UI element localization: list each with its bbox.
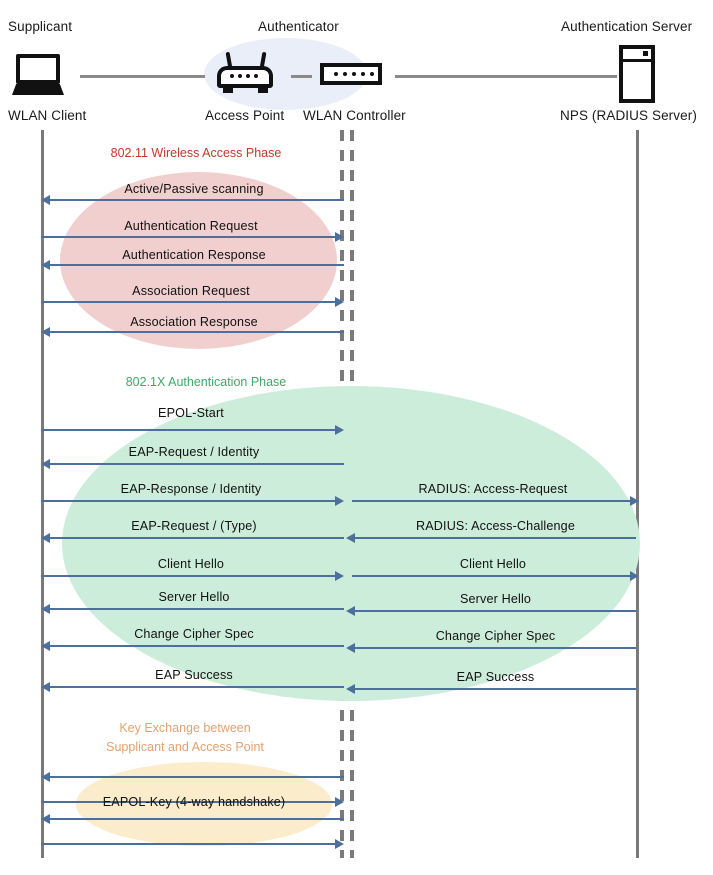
message-label: EAPOL-Key (4-way handshake) (102, 795, 286, 809)
message-label: EPOL-Start (158, 406, 224, 420)
message-label: Association Request (132, 284, 250, 298)
message-label: EAP-Response / Identity (120, 482, 262, 496)
message-label: RADIUS: Access-Request (418, 482, 568, 496)
message-label: Client Hello (157, 557, 225, 571)
phase-title-key-exchange-line1: Key Exchange between (119, 721, 251, 735)
message-label: Change Cipher Spec (435, 629, 556, 643)
message-label: EAP Success (456, 670, 535, 684)
actor-label-access-point: Access Point (205, 108, 285, 123)
wireless-access-point-icon (217, 51, 273, 94)
actor-label-wlan-controller: WLAN Controller (303, 108, 406, 123)
lifeline-auth-server (636, 130, 639, 858)
message-label: Server Hello (158, 590, 230, 604)
server-icon (619, 45, 655, 103)
laptop-icon (12, 54, 64, 96)
phase-blob-dot1x (62, 386, 640, 701)
message-label: Association Response (130, 315, 258, 329)
wlan-controller-icon (320, 63, 382, 85)
phase-title-key-exchange-line2: Supplicant and Access Point (106, 740, 264, 754)
message-label: Authentication Request (124, 219, 258, 233)
phase-blob-wireless-access (60, 172, 337, 349)
message-label: Client Hello (459, 557, 527, 571)
actor-role-authenticator: Authenticator (258, 19, 339, 34)
phase-title-dot1x: 802.1X Authentication Phase (125, 375, 287, 389)
wire-controller-to-server (395, 75, 617, 78)
actor-role-supplicant: Supplicant (8, 19, 73, 34)
message-label: EAP Success (155, 668, 233, 682)
actor-label-wlan-client: WLAN Client (8, 108, 87, 123)
message-label: Active/Passive scanning (124, 182, 264, 196)
wire-ap-to-controller (291, 75, 312, 78)
message-label: EAP-Request / (Type) (131, 519, 257, 533)
message-label: EAP-Request / Identity (128, 445, 260, 459)
message-label: Authentication Response (122, 248, 266, 262)
message-label: RADIUS: Access-Challenge (416, 519, 575, 533)
actor-role-authentication-server: Authentication Server (561, 19, 693, 34)
phase-title-wireless-access: 802.11 Wireless Access Phase (110, 146, 282, 160)
message-label: Change Cipher Spec (134, 627, 254, 641)
lifeline-supplicant (41, 130, 44, 858)
actor-label-nps-radius: NPS (RADIUS Server) (560, 108, 697, 123)
message-label: Server Hello (459, 592, 532, 606)
wire-client-to-ap (80, 75, 205, 78)
